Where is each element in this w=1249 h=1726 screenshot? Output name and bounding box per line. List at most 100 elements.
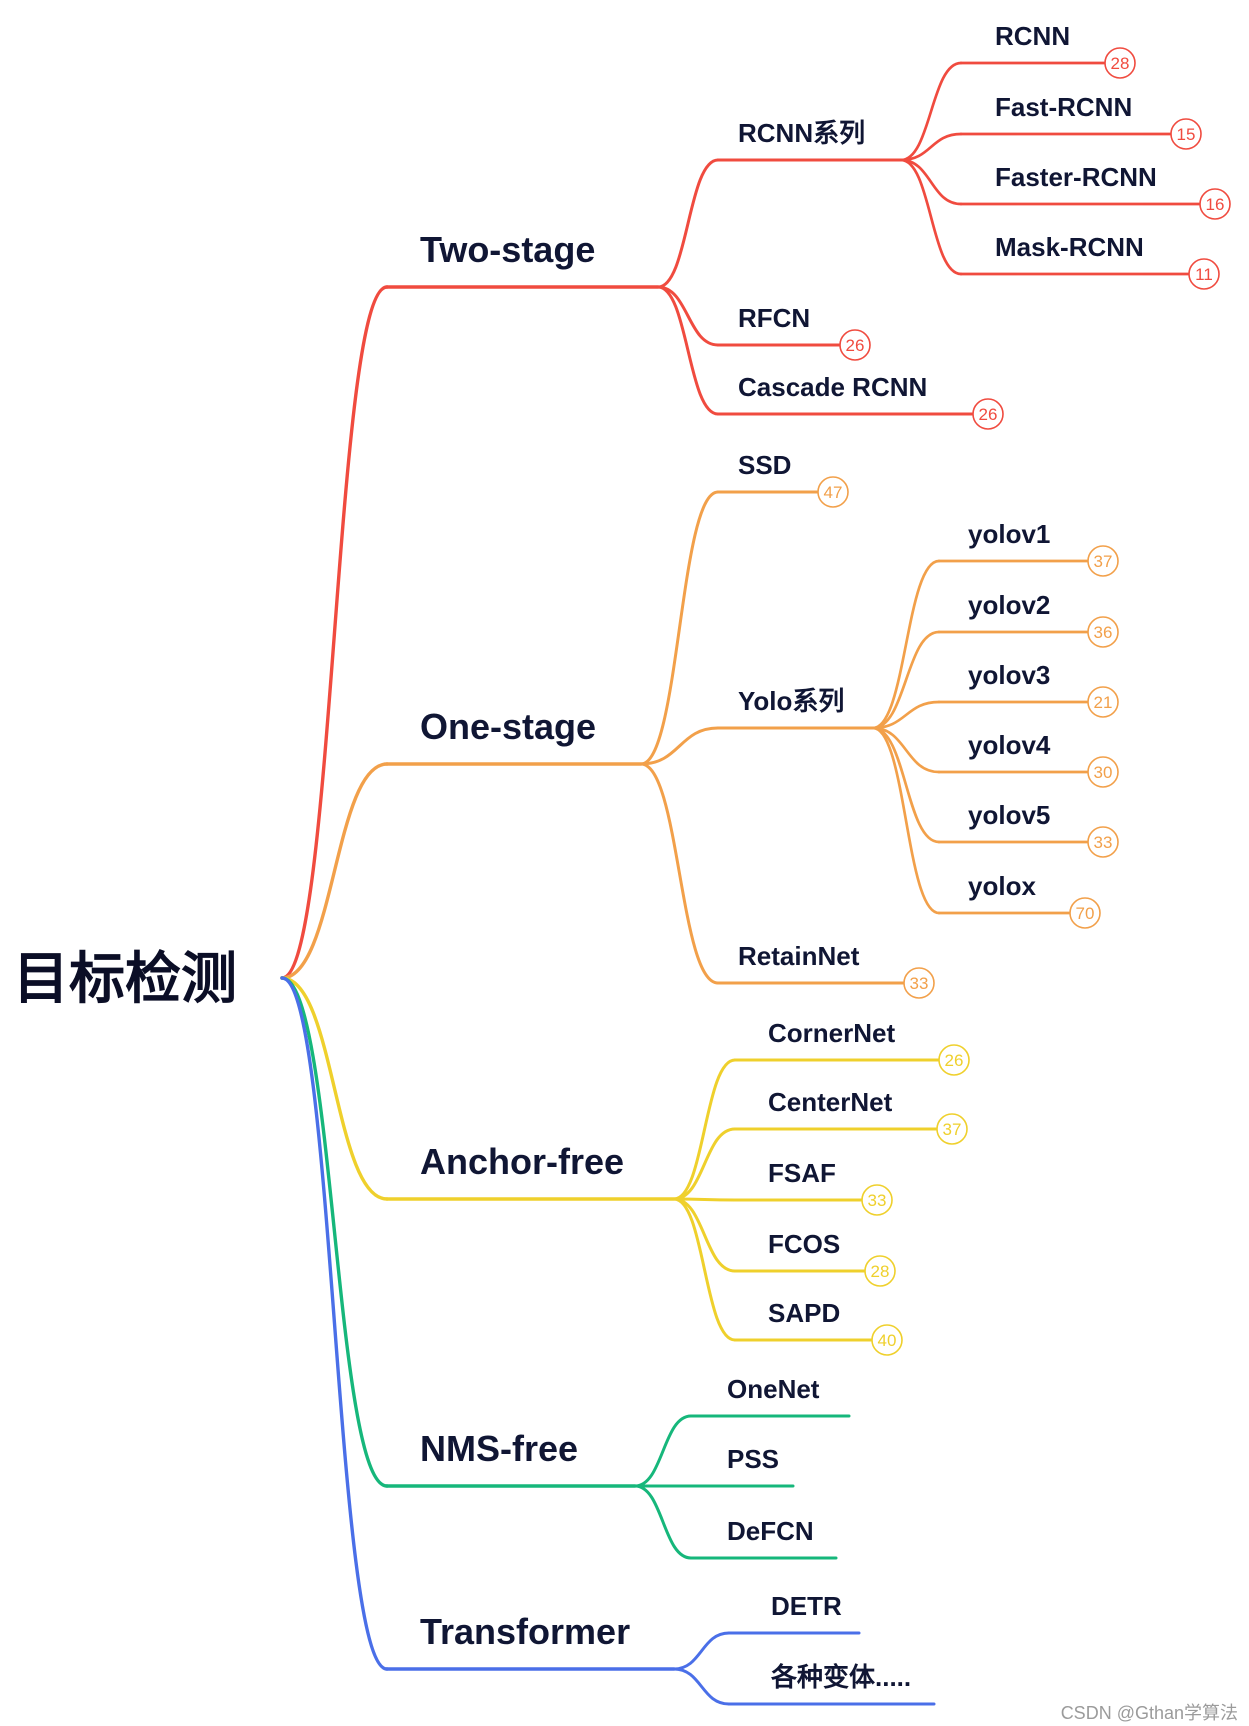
main-topic-transformer-connector — [280, 976, 389, 1671]
subtopic-sapd-label: SAPD — [768, 1298, 840, 1328]
leaf-topic-fast-rcnn-count: 15 — [1177, 125, 1196, 144]
leaf-topic-yolov3-label: yolov3 — [968, 660, 1050, 690]
subtopic-fsaf-count-badge: 33 — [861, 1184, 893, 1216]
subtopic-ssd-count-badge: 47 — [817, 476, 849, 508]
subtopic-centernet-count: 37 — [943, 1120, 962, 1139]
leaf-topic-yolov2-connector — [871, 630, 941, 730]
subtopic-centernet-label: CenterNet — [768, 1087, 893, 1117]
main-topic-nms-free-connector — [280, 976, 389, 1488]
subtopic-rfcn-count-badge: 26 — [839, 329, 871, 361]
leaf-topic-yolov1-label: yolov1 — [968, 519, 1050, 549]
subtopic-cornernet-count: 26 — [945, 1051, 964, 1070]
subtopic-centernet-connector — [672, 1127, 737, 1201]
leaf-topic-yolov1-count-badge: 37 — [1087, 545, 1119, 577]
subtopic-sapd-count-badge: 40 — [871, 1324, 903, 1356]
leaf-topic-fast-rcnn-label: Fast-RCNN — [995, 92, 1132, 122]
subtopic-sapd-count: 40 — [878, 1331, 897, 1350]
leaf-topic-yolox-count: 70 — [1076, 904, 1095, 923]
subtopic-retainnet-count: 33 — [910, 974, 929, 993]
main-topic-transformer-label: Transformer — [420, 1611, 630, 1652]
leaf-topic-yolov4-count: 30 — [1094, 763, 1113, 782]
leaf-topic-yolox-connector — [871, 726, 941, 915]
main-topic-nms-free-label: NMS-free — [420, 1428, 578, 1469]
leaf-topic-mask-rcnn-badge-circle — [1188, 258, 1220, 290]
subtopic-centernet-badge-circle — [936, 1113, 968, 1145]
subtopic-ssd-count: 47 — [824, 483, 843, 502]
leaf-topic-faster-rcnn-count-badge: 16 — [1199, 188, 1231, 220]
main-topic-one-stage-label: One-stage — [420, 706, 596, 747]
leaf-topic-yolov1-count: 37 — [1094, 552, 1113, 571]
leaf-topic-mask-rcnn-count-badge: 11 — [1188, 258, 1220, 290]
subtopic-ssd-connector — [639, 490, 720, 766]
subtopic-sapd-badge-circle — [871, 1324, 903, 1356]
main-topic-one-stage-connector — [280, 762, 389, 980]
subtopic-cascade-rcnn-count-badge: 26 — [972, 398, 1004, 430]
subtopic-sapd-connector — [672, 1197, 737, 1342]
subtopic-detr-connector — [672, 1631, 731, 1671]
leaf-topic-rcnn-count-badge: 28 — [1104, 47, 1136, 79]
leaf-topic-yolov2-count: 36 — [1094, 623, 1113, 642]
leaf-topic-rcnn-count: 28 — [1111, 54, 1130, 73]
subtopic-yolo-series-label: Yolo系列 — [738, 686, 844, 716]
leaf-topic-yolov5-count-badge: 33 — [1087, 826, 1119, 858]
subtopic-fcos-count: 28 — [871, 1262, 890, 1281]
subtopic-retainnet-connector — [639, 762, 720, 985]
leaf-topic-rcnn-connector — [899, 61, 963, 162]
leaf-topic-yolov2-count-badge: 36 — [1087, 616, 1119, 648]
subtopic-defcn-label: DeFCN — [727, 1516, 814, 1546]
leaf-topic-mask-rcnn-label: Mask-RCNN — [995, 232, 1144, 262]
central-topic: 目标检测 — [13, 947, 237, 1010]
subtopic-cascade-rcnn-badge-circle — [972, 398, 1004, 430]
leaf-topic-yolox-badge-circle — [1069, 897, 1101, 929]
main-topic-two-stage-label: Two-stage — [420, 229, 595, 270]
subtopic-rfcn-badge-circle — [839, 329, 871, 361]
subtopic-fcos-label: FCOS — [768, 1229, 840, 1259]
subtopic-fcos-count-badge: 28 — [864, 1255, 896, 1287]
subtopic-cornernet-count-badge: 26 — [938, 1044, 970, 1076]
leaf-topic-mask-rcnn-count: 11 — [1195, 265, 1213, 284]
leaf-topic-yolov2-badge-circle — [1087, 616, 1119, 648]
leaf-topic-yolov4-label: yolov4 — [968, 730, 1051, 760]
subtopic-cascade-rcnn-label: Cascade RCNN — [738, 372, 927, 402]
subtopic-defcn-connector — [633, 1484, 693, 1560]
leaf-topic-yolov3-connector — [871, 700, 941, 730]
subtopic-cornernet-connector — [672, 1058, 737, 1201]
subtopic-variants-label: 各种变体..... — [770, 1662, 911, 1692]
subtopic-pss-label: PSS — [727, 1444, 779, 1474]
subtopic-rfcn-label: RFCN — [738, 303, 810, 333]
leaf-topic-yolov3-count-badge: 21 — [1087, 686, 1119, 718]
leaf-topic-yolov5-count: 33 — [1094, 833, 1113, 852]
leaf-topic-yolov5-badge-circle — [1087, 826, 1119, 858]
leaf-topic-fast-rcnn-badge-circle — [1170, 118, 1202, 150]
leaf-topic-yolov1-connector — [871, 559, 941, 730]
leaf-topic-yolov5-label: yolov5 — [968, 800, 1050, 830]
subtopic-cornernet-badge-circle — [938, 1044, 970, 1076]
subtopic-rfcn-connector — [656, 285, 720, 347]
topic-layer: Two-stageRCNN系列RCNN28Fast-RCNN15Faster-R… — [420, 21, 1231, 1692]
leaf-topic-rcnn-badge-circle — [1104, 47, 1136, 79]
leaf-topic-yolov5-connector — [871, 726, 941, 844]
leaf-topic-yolov3-badge-circle — [1087, 686, 1119, 718]
subtopic-fcos-badge-circle — [864, 1255, 896, 1287]
subtopic-fsaf-badge-circle — [861, 1184, 893, 1216]
subtopic-fsaf-count: 33 — [868, 1191, 887, 1210]
subtopic-detr-label: DETR — [771, 1591, 842, 1621]
subtopic-onenet-connector — [633, 1414, 693, 1488]
subtopic-variants-connector — [672, 1667, 731, 1706]
main-topic-anchor-free-label: Anchor-free — [420, 1141, 624, 1182]
subtopic-rfcn-count: 26 — [846, 336, 865, 355]
subtopic-centernet-count-badge: 37 — [936, 1113, 968, 1145]
subtopic-cascade-rcnn-count: 26 — [979, 405, 998, 424]
subtopic-ssd-badge-circle — [817, 476, 849, 508]
subtopic-yolo-series-connector — [639, 726, 720, 766]
subtopic-retainnet-badge-circle — [903, 967, 935, 999]
leaf-topic-faster-rcnn-connector — [899, 158, 963, 206]
leaf-topic-yolov2-label: yolov2 — [968, 590, 1050, 620]
main-topic-two-stage-connector — [280, 285, 389, 980]
subtopic-cornernet-label: CornerNet — [768, 1018, 895, 1048]
leaf-topic-yolox-count-badge: 70 — [1069, 897, 1101, 929]
leaf-topic-yolov4-count-badge: 30 — [1087, 756, 1119, 788]
subtopic-fcos-connector — [672, 1197, 737, 1273]
leaf-topic-fast-rcnn-count-badge: 15 — [1170, 118, 1202, 150]
